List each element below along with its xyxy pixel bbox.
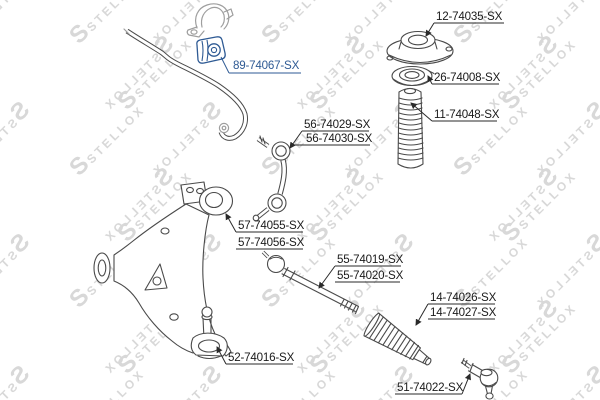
- tie-rod-drawing: [261, 250, 360, 315]
- control-arm-front-bushing: [198, 186, 234, 216]
- part-label-control-arm-bushing-2: 57-74056-SX: [238, 236, 305, 249]
- sway-bar-drawing: [123, 28, 248, 141]
- part-label-stabilizer-bushing[interactable]: 89-74067-SX: [233, 59, 300, 72]
- part-label-steering-boot-1: 14-74026-SX: [430, 291, 497, 304]
- part-label-steering-boot-2: 14-74027-SX: [430, 306, 497, 319]
- stabilizer-bushing-drawing[interactable]: [196, 36, 226, 64]
- strut-bearing-drawing: [391, 65, 435, 87]
- stabilizer-link-drawing: [252, 135, 291, 222]
- part-label-tie-rod-2: 55-74020-SX: [337, 269, 404, 282]
- callout-ball-joint: 52-74016-SX: [216, 346, 295, 365]
- callout-steering-boot: 14-74026-SX 14-74027-SX: [415, 291, 497, 326]
- strut-mount-drawing: [386, 30, 454, 65]
- part-label-stabilizer-link-1: 56-74029-SX: [304, 118, 371, 131]
- callout-stabilizer-bushing: 89-74067-SX: [220, 56, 301, 74]
- tie-rod-end-drawing: [460, 357, 499, 400]
- part-label-control-arm-bushing-1: 57-74055-SX: [238, 219, 305, 232]
- part-label-tie-rod-end: 51-74022-SX: [397, 381, 464, 394]
- sway-bar-eyelet: [218, 122, 230, 134]
- callout-tie-rod: 55-74019-SX 55-74020-SX: [318, 253, 404, 289]
- control-arm-drawing: [93, 181, 234, 360]
- callout-control-arm-bushing: 57-74055-SX 57-74056-SX: [225, 213, 305, 250]
- callout-strut-bearing: 26-74008-SX: [427, 71, 501, 85]
- callout-tie-rod-end: 51-74022-SX: [395, 373, 471, 395]
- sway-bar-bracket-drawing: [186, 3, 234, 38]
- part-label-strut-bearing: 26-74008-SX: [434, 71, 501, 84]
- callout-strut-boot: 11-74048-SX: [410, 102, 500, 122]
- callout-strut-mount: 12-74035-SX: [425, 10, 504, 37]
- part-label-tie-rod-1: 55-74019-SX: [337, 253, 404, 266]
- part-label-strut-mount: 12-74035-SX: [436, 10, 503, 23]
- part-label-stabilizer-link-2: 56-74030-SX: [306, 132, 373, 145]
- callout-stabilizer-link: 56-74029-SX 56-74030-SX: [289, 118, 373, 149]
- control-arm-rear-bushing: [93, 252, 111, 284]
- steering-boot-drawing: [363, 312, 432, 366]
- strut-dust-boot-drawing: [397, 87, 424, 169]
- part-label-ball-joint: 52-74016-SX: [228, 351, 295, 364]
- part-label-strut-boot: 11-74048-SX: [434, 108, 500, 121]
